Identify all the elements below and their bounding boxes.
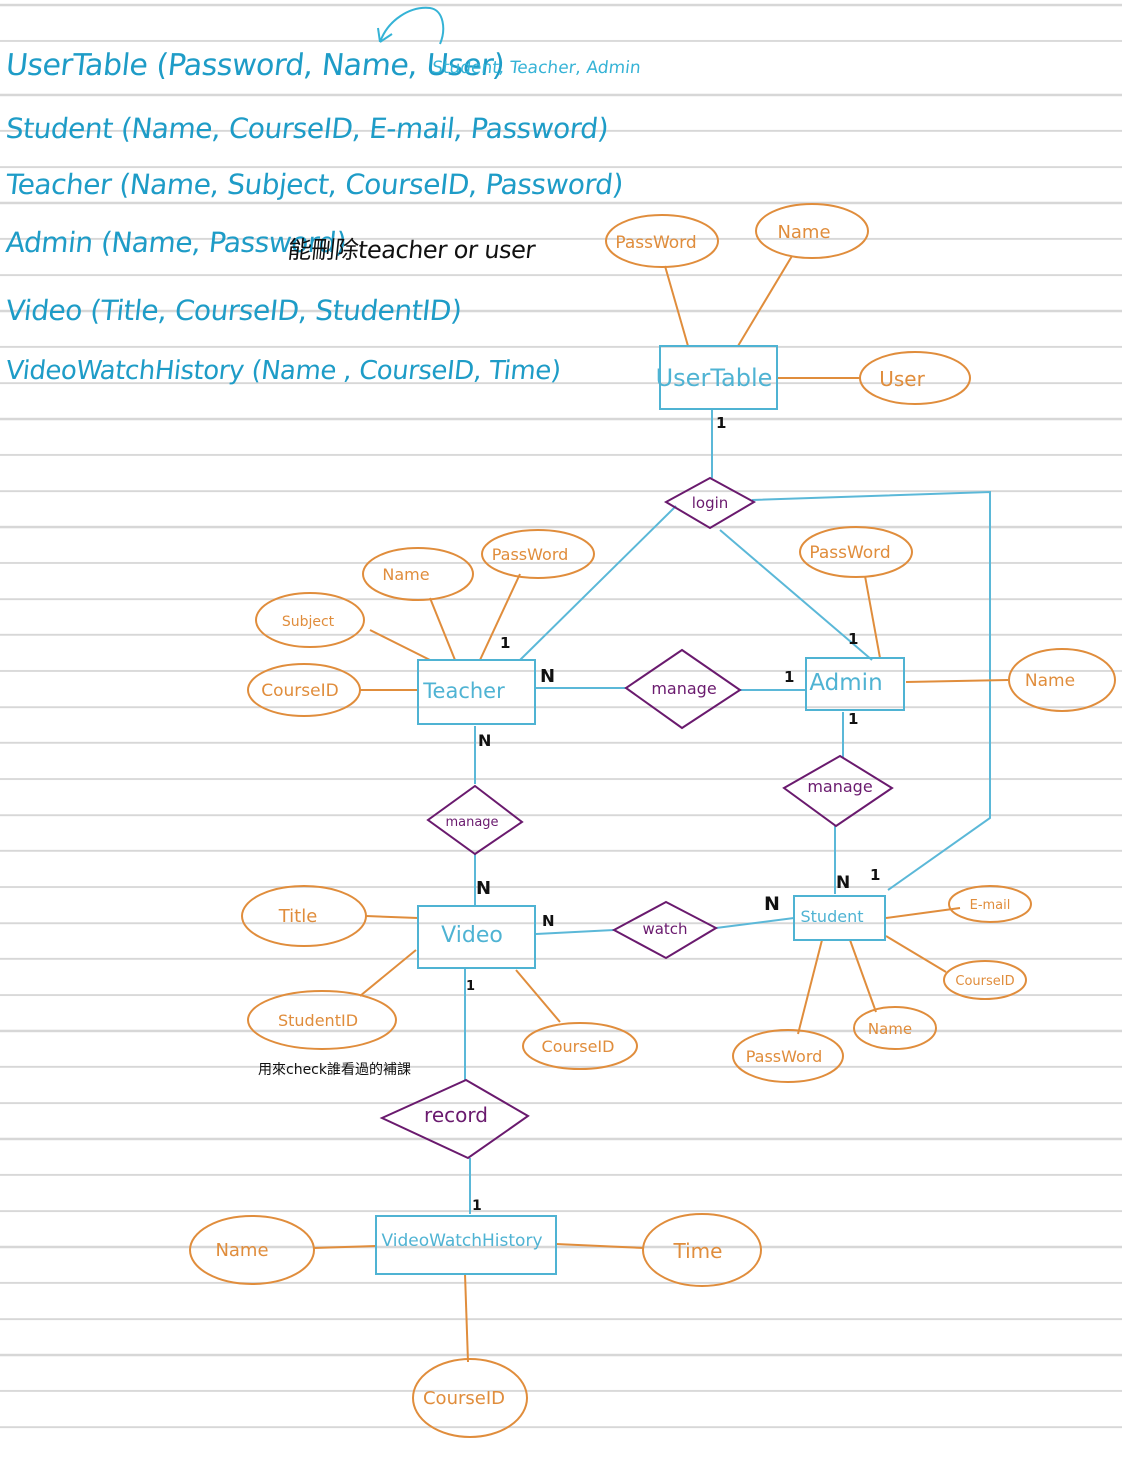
- card-admin-login: 1: [848, 630, 858, 648]
- relationship-manage-teacher-admin[interactable]: manage: [624, 648, 742, 730]
- attr-admin-password-label: PassWord: [809, 543, 890, 563]
- attr-teacher-courseid-label: CourseID: [261, 681, 338, 701]
- entity-student[interactable]: Student: [793, 895, 886, 941]
- attr-usertable-user-label: User: [879, 367, 925, 391]
- attr-video-studentid[interactable]: [247, 990, 397, 1050]
- card-student-login: 1: [870, 866, 880, 884]
- entity-teacher-label: Teacher: [422, 679, 505, 703]
- entity-admin[interactable]: Admin: [805, 657, 905, 711]
- entity-watch-history[interactable]: VideoWatchHistory: [375, 1215, 557, 1275]
- attr-teacher-password-label: PassWord: [492, 545, 569, 564]
- attr-usertable-password-label: PassWord: [615, 233, 696, 253]
- attr-usertable-name[interactable]: [755, 203, 869, 259]
- attr-video-courseid[interactable]: [522, 1022, 638, 1070]
- entity-usertable[interactable]: UserTable: [656, 345, 778, 410]
- attr-history-name[interactable]: [189, 1215, 315, 1285]
- attr-admin-name[interactable]: [1008, 648, 1116, 712]
- attr-teacher-password[interactable]: [481, 529, 595, 579]
- relationship-login-label: login: [692, 494, 729, 512]
- attr-video-title[interactable]: [241, 885, 367, 947]
- card-video-record: 1: [466, 979, 475, 994]
- attr-teacher-subject-label: Subject: [282, 614, 335, 630]
- attr-student-password[interactable]: [732, 1029, 844, 1083]
- card-teacher-manage-video: N: [478, 731, 491, 750]
- attr-student-password-label: PassWord: [746, 1047, 823, 1066]
- attr-teacher-name[interactable]: [362, 547, 474, 601]
- attr-history-time-label: Time: [673, 1239, 723, 1263]
- entity-watch-history-label: VideoWatchHistory: [381, 1231, 542, 1251]
- card-admin-manage-student: 1: [848, 710, 858, 728]
- attr-usertable-name-label: Name: [777, 222, 830, 243]
- entity-video-label: Video: [441, 923, 503, 948]
- studentid-note: 用來check誰看過的補課: [258, 1062, 411, 1078]
- attr-video-studentid-label: StudentID: [278, 1011, 358, 1030]
- relationship-manage-teacher-video[interactable]: manage: [426, 784, 524, 856]
- attr-student-email[interactable]: [948, 885, 1032, 923]
- entity-teacher[interactable]: Teacher: [417, 659, 536, 725]
- attr-student-courseid[interactable]: [943, 960, 1027, 1000]
- relationship-record-label: record: [424, 1103, 488, 1127]
- card-teacher-login: 1: [500, 634, 510, 652]
- card-admin-manage-teacher: 1: [784, 668, 794, 686]
- card-video-manage-teacher: N: [476, 878, 491, 899]
- entity-video[interactable]: Video: [417, 905, 536, 969]
- relationship-manage-2-label: manage: [807, 777, 872, 796]
- relationship-watch[interactable]: watch: [611, 900, 719, 960]
- attr-usertable-user[interactable]: [859, 351, 971, 405]
- attr-student-name-label: Name: [868, 1020, 912, 1038]
- attr-teacher-name-label: Name: [382, 565, 429, 584]
- attr-student-name[interactable]: [853, 1006, 937, 1050]
- entity-student-label: Student: [801, 907, 864, 926]
- attr-history-time[interactable]: [642, 1213, 762, 1287]
- attr-video-title-label: Title: [278, 906, 318, 927]
- entity-links: [464, 410, 991, 1214]
- entity-usertable-label: UserTable: [656, 364, 773, 392]
- attr-admin-password[interactable]: [799, 526, 913, 578]
- card-teacher-manage-admin: N: [540, 666, 555, 687]
- relationship-manage-3-label: manage: [445, 815, 498, 830]
- card-video-watch: N: [542, 912, 555, 930]
- attr-teacher-courseid[interactable]: [247, 663, 361, 717]
- card-student-manage-admin: N: [836, 873, 850, 893]
- roles-arrow-icon: [379, 6, 445, 45]
- attr-history-name-label: Name: [215, 1240, 268, 1261]
- attribute-links: [313, 255, 1009, 1363]
- attr-usertable-password[interactable]: [605, 214, 719, 268]
- relationship-manage-1-label: manage: [651, 679, 716, 698]
- attr-teacher-subject[interactable]: [255, 592, 365, 648]
- entity-admin-label: Admin: [809, 670, 882, 696]
- attr-admin-name-label: Name: [1025, 671, 1075, 691]
- card-usertable-login: 1: [716, 414, 726, 432]
- relationship-login[interactable]: login: [663, 476, 757, 530]
- attr-video-courseid-label: CourseID: [542, 1037, 615, 1056]
- relationship-manage-admin-student[interactable]: manage: [782, 754, 894, 828]
- attr-student-courseid-label: CourseID: [955, 974, 1014, 989]
- attr-history-courseid[interactable]: [412, 1358, 528, 1438]
- relationship-record[interactable]: record: [379, 1078, 530, 1160]
- relationship-watch-label: watch: [642, 920, 687, 938]
- card-history-record: 1: [472, 1198, 482, 1214]
- attr-student-email-label: E-mail: [970, 898, 1011, 913]
- card-student-watch: N: [764, 893, 780, 915]
- attr-history-courseid-label: CourseID: [423, 1388, 505, 1409]
